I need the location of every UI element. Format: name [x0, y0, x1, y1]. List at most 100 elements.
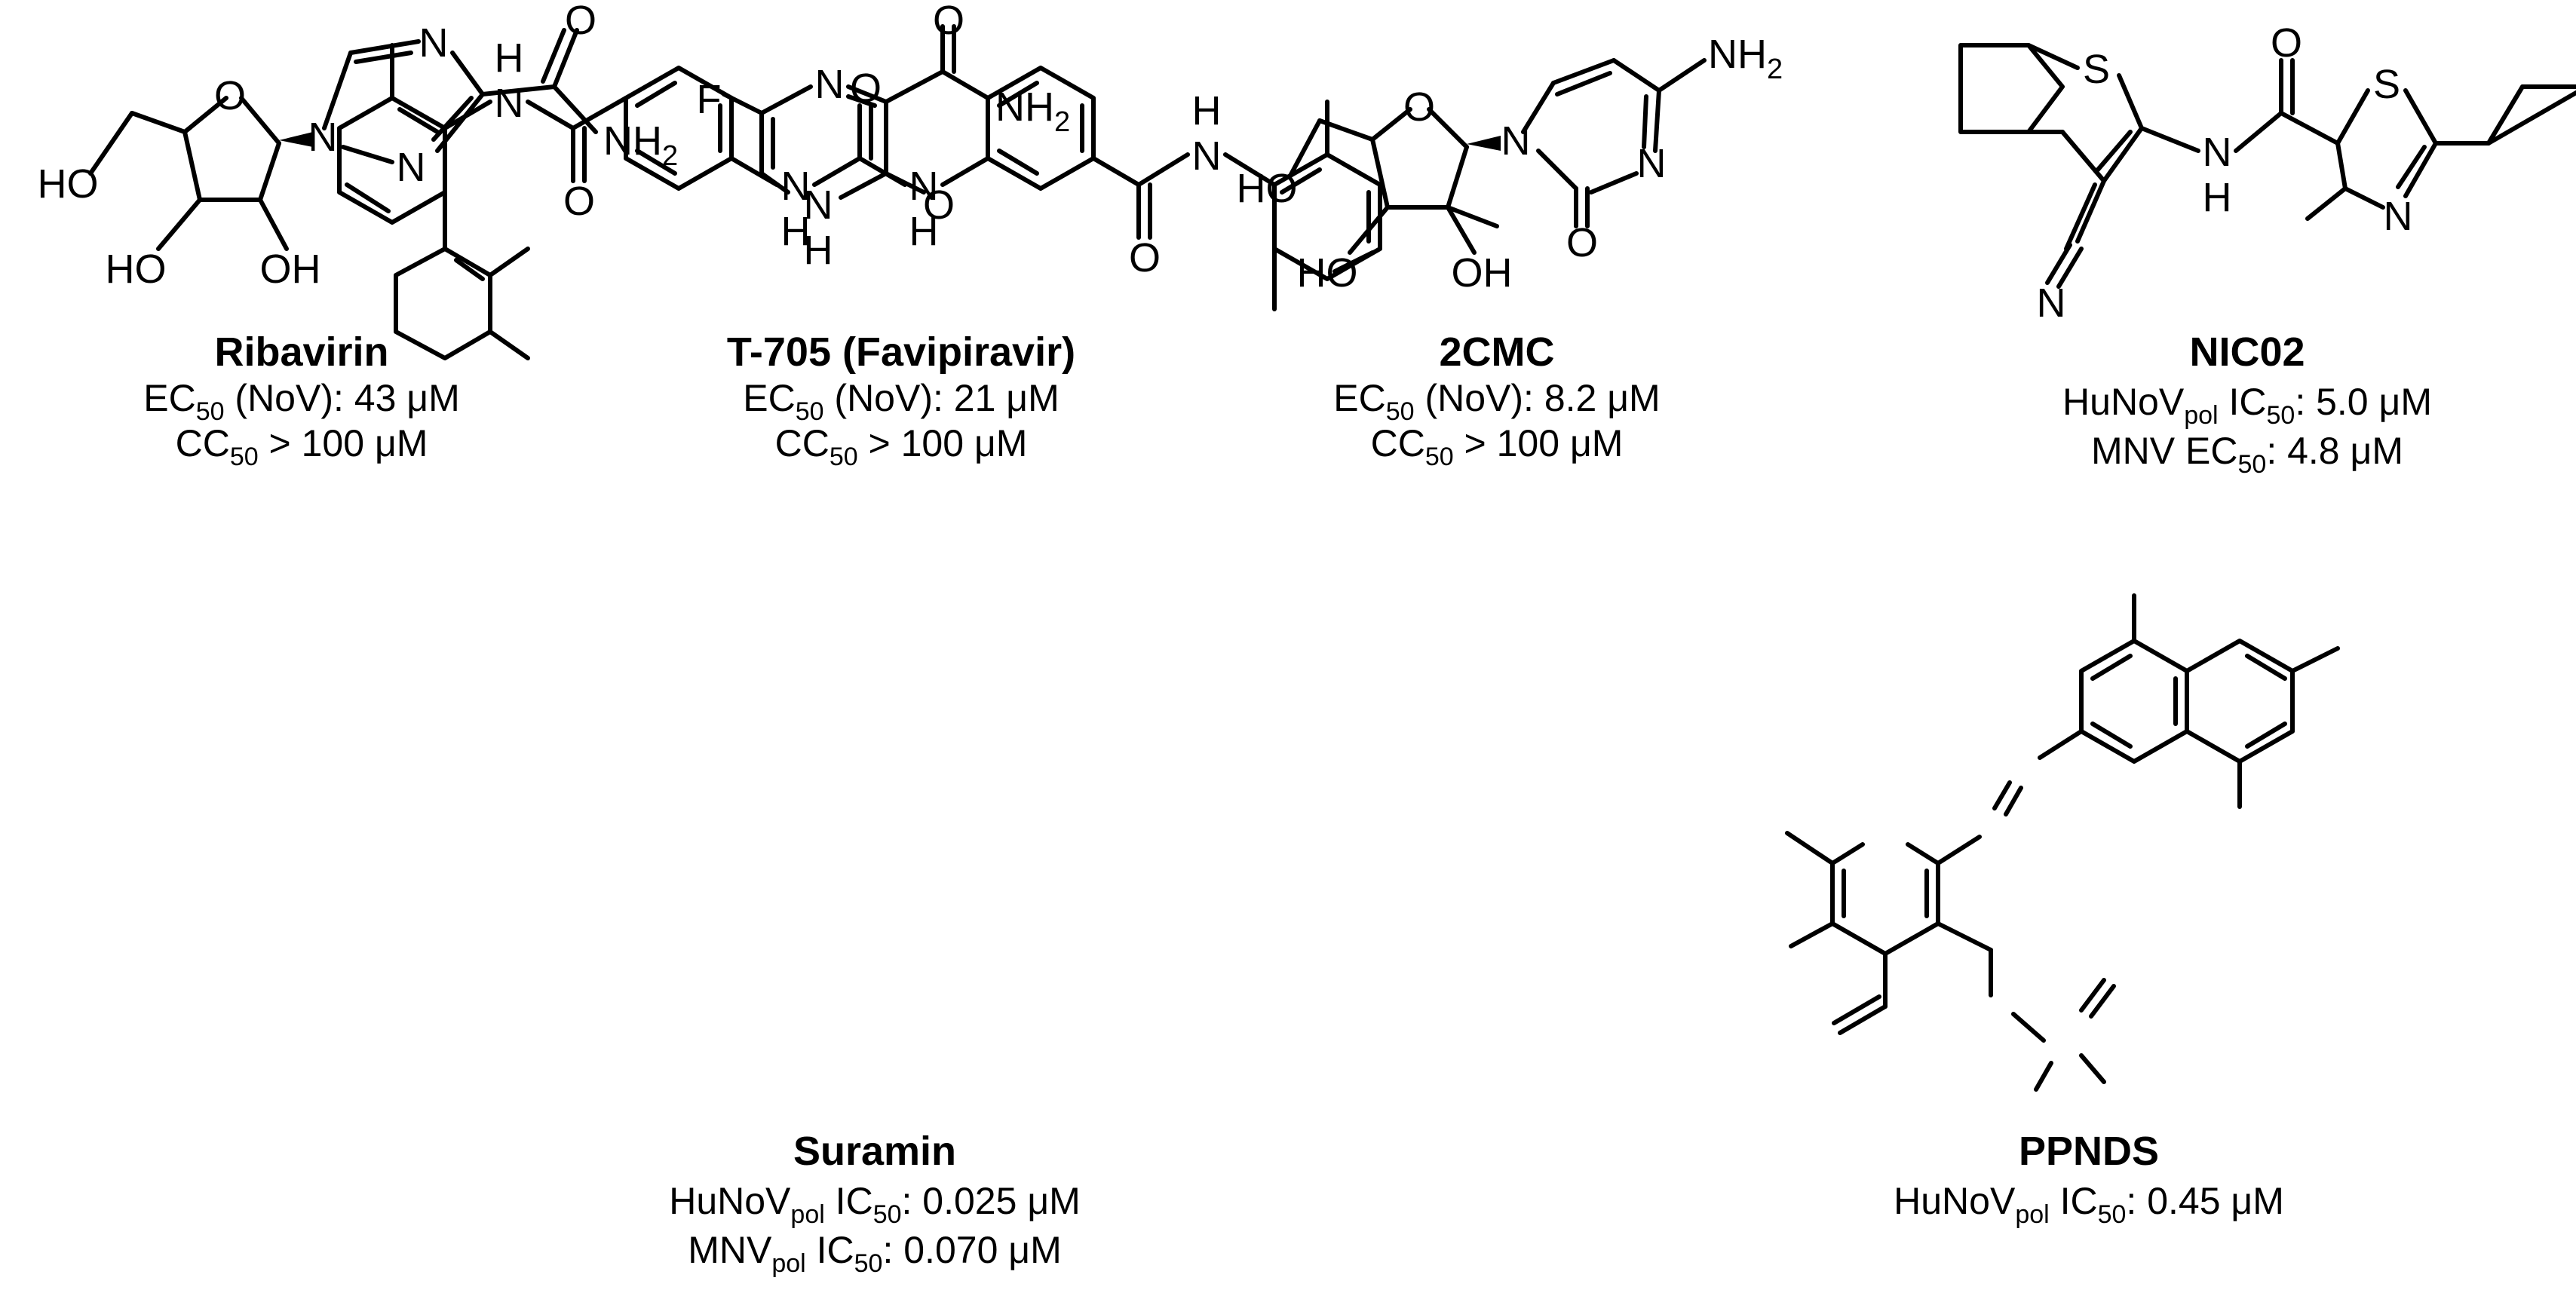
caption-segment: HuNoV [2062, 381, 2185, 423]
compound-name-nic02: NIC02 [2189, 329, 2305, 375]
caption-segment: EC [1333, 377, 1385, 419]
favipiravir-h: H [804, 228, 833, 273]
suramin-nh-right-h: H [1192, 88, 1222, 133]
suramin-o-amide-r: O [1129, 235, 1161, 280]
caption-segment: : 4.8 μM [2266, 430, 2403, 472]
cmc-n3: N [1637, 141, 1667, 186]
caption-segment: MNV [688, 1229, 772, 1271]
ribavirin-n2: N [397, 145, 426, 190]
suramin-caption-line-1: HuNoVpol IC50: 0.025 μM [669, 1180, 1081, 1229]
nic02-o: O [2271, 20, 2302, 66]
ribavirin-n4: N [419, 20, 449, 66]
caption-segment: : 0.025 μM [902, 1180, 1081, 1222]
suramin-o-urea: O [850, 66, 882, 111]
nic02-nh: N [2203, 130, 2232, 175]
caption-segment: 50 [1425, 443, 1454, 471]
suramin-caption-line-2: MNVpol IC50: 0.070 μM [688, 1229, 1061, 1278]
caption-segment: CC [1371, 422, 1425, 464]
cmc-o-ring: O [1403, 84, 1435, 130]
nic02-n-nitrile: N [2037, 280, 2066, 326]
caption-segment: HuNoV [669, 1180, 791, 1222]
caption-segment: 50 [854, 1249, 883, 1278]
compound-name-2cmc: 2CMC [1439, 329, 1554, 375]
ribavirin-ho: HO [38, 161, 99, 207]
favipiravir-n-top: N [815, 62, 845, 107]
nic02-n-thiazole: N [2384, 194, 2413, 239]
caption-segment: CC [176, 422, 230, 464]
cmc-ho-left: HO [1297, 250, 1358, 296]
caption-segment: pol [2015, 1200, 2049, 1229]
caption-segment: (NoV): 21 μM [824, 377, 1060, 419]
cmc-oh-right: OH [1452, 250, 1513, 296]
nic02-s1: S [2083, 47, 2110, 92]
caption-segment: CC [775, 422, 830, 464]
compound-name-ppnds: PPNDS [2019, 1129, 2159, 1174]
ribavirin-o-amide: O [565, 0, 596, 43]
caption-segment: 50 [2238, 450, 2267, 479]
cmc-n1: N [1501, 118, 1531, 164]
ribavirin-ho-left: HO [106, 247, 167, 292]
favipiravir-structure: F N N H O O NH2 [697, 0, 1071, 273]
caption-segment: 50 [830, 443, 858, 471]
caption-segment: 50 [873, 1200, 902, 1229]
suramin-nh-left-n: N [495, 81, 524, 126]
caption-segment: > 100 μM [1454, 422, 1624, 464]
caption-segment: > 100 μM [858, 422, 1028, 464]
2cmc-caption-line-1: EC50 (NoV): 8.2 μM [1333, 377, 1660, 426]
caption-segment: : 0.070 μM [882, 1229, 1061, 1271]
ribavirin-nh2: NH2 [603, 118, 678, 172]
ribavirin-oh-right: OH [260, 247, 321, 292]
favipiravir-nh: N [804, 182, 833, 228]
suramin-nh-urea-r-h: H [909, 209, 939, 254]
caption-segment: > 100 μM [259, 422, 428, 464]
favipiravir-caption-line-1: EC50 (NoV): 21 μM [743, 377, 1060, 426]
ppnds-caption-line-1: HuNoVpol IC50: 0.45 μM [1894, 1180, 2284, 1229]
suramin-nh-urea-r-n: N [909, 164, 939, 209]
caption-segment: pol [771, 1249, 805, 1278]
favipiravir-nh2: NH2 [995, 84, 1070, 138]
caption-segment: HuNoV [1894, 1180, 2016, 1222]
nic02-structure [1958, 43, 2576, 289]
caption-segment: : 5.0 μM [2295, 381, 2432, 423]
suramin-nh-urea-l-n: N [781, 164, 811, 209]
suramin-structure [337, 43, 1382, 311]
compound-name-suramin: Suramin [793, 1129, 956, 1174]
ribavirin-caption-line-1: EC50 (NoV): 43 μM [143, 377, 460, 426]
caption-segment: IC [2219, 381, 2267, 423]
caption-segment: 50 [196, 397, 225, 426]
caption-segment: IC [825, 1180, 873, 1222]
caption-segment: 50 [230, 443, 259, 471]
suramin-nh-urea-l-h: H [781, 209, 811, 254]
caption-segment: EC [743, 377, 795, 419]
caption-segment: 50 [2098, 1200, 2127, 1229]
suramin-nh-right-n: N [1192, 133, 1222, 179]
caption-segment: IC [806, 1229, 854, 1271]
atom-labels: S S N N N H O N H N H N H N H O O O [495, 20, 2413, 326]
caption-segment: 50 [796, 397, 824, 426]
cmc-nh2: NH2 [1708, 32, 1783, 85]
compound-name-favipiravir: T-705 (Favipiravir) [727, 329, 1075, 375]
ribavirin-caption-line-2: CC50 > 100 μM [176, 422, 428, 471]
nic02-caption-line-2: MNV EC50: 4.8 μM [2091, 430, 2403, 479]
cmc-structure: O HO HO OH N N O NH2 [1237, 32, 1783, 296]
suramin-o-amide-l: O [563, 179, 595, 224]
caption-segment: EC [143, 377, 195, 419]
captions: Ribavirin EC50 (NoV): 43 μM CC50 > 100 μ… [143, 329, 2432, 1278]
caption-segment: pol [2184, 401, 2218, 430]
caption-segment: (NoV): 8.2 μM [1415, 377, 1661, 419]
ribavirin-n1: N [308, 115, 338, 160]
caption-segment: (NoV): 43 μM [225, 377, 460, 419]
suramin-nh-left-h: H [495, 35, 524, 81]
compound-name-ribavirin: Ribavirin [214, 329, 388, 375]
favipiravir-o-keto: O [923, 182, 955, 228]
cmc-o-keto: O [1566, 220, 1598, 265]
ppnds-structure [1785, 593, 2340, 1092]
caption-segment: 50 [2267, 401, 2295, 430]
caption-segment: pol [790, 1200, 824, 1229]
nic02-caption-line-1: HuNoVpol IC50: 5.0 μM [2062, 381, 2432, 430]
2cmc-caption-line-2: CC50 > 100 μM [1371, 422, 1624, 471]
nic02-s2: S [2373, 62, 2400, 107]
nic02-h: H [2203, 175, 2232, 220]
caption-segment: : 0.45 μM [2126, 1180, 2283, 1222]
